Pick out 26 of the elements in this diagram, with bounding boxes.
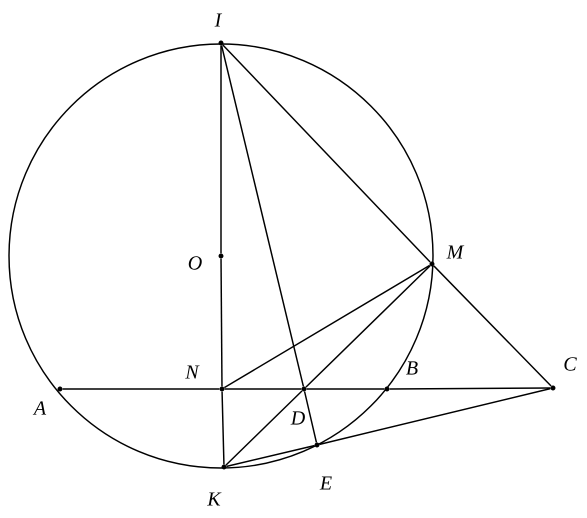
point-label: B: [406, 361, 418, 375]
line-segment: [225, 390, 303, 466]
point-label: E: [320, 476, 332, 490]
line-segment: [433, 265, 552, 387]
point-label: I: [214, 13, 222, 27]
point-label: M: [446, 245, 464, 259]
line-segment: [224, 388, 302, 390]
line-segment: [221, 392, 225, 464]
point-label: O: [188, 256, 202, 270]
line-segment: [226, 444, 315, 468]
point-label: D: [290, 411, 305, 425]
line-segment: [304, 391, 318, 442]
line-segment: [224, 264, 430, 388]
point-label: K: [207, 492, 222, 506]
line-segment: [220, 258, 223, 386]
point-label: C: [564, 357, 577, 371]
point-label: A: [32, 401, 46, 415]
point-label: N: [185, 365, 200, 379]
line-segment: [306, 388, 384, 390]
line-segment: [220, 46, 222, 254]
line-segment: [220, 45, 304, 387]
line-segment: [222, 44, 431, 263]
line-segment: [319, 388, 551, 446]
line-segment: [305, 265, 431, 388]
line-segment: [62, 388, 220, 390]
line-segment: [390, 387, 550, 390]
